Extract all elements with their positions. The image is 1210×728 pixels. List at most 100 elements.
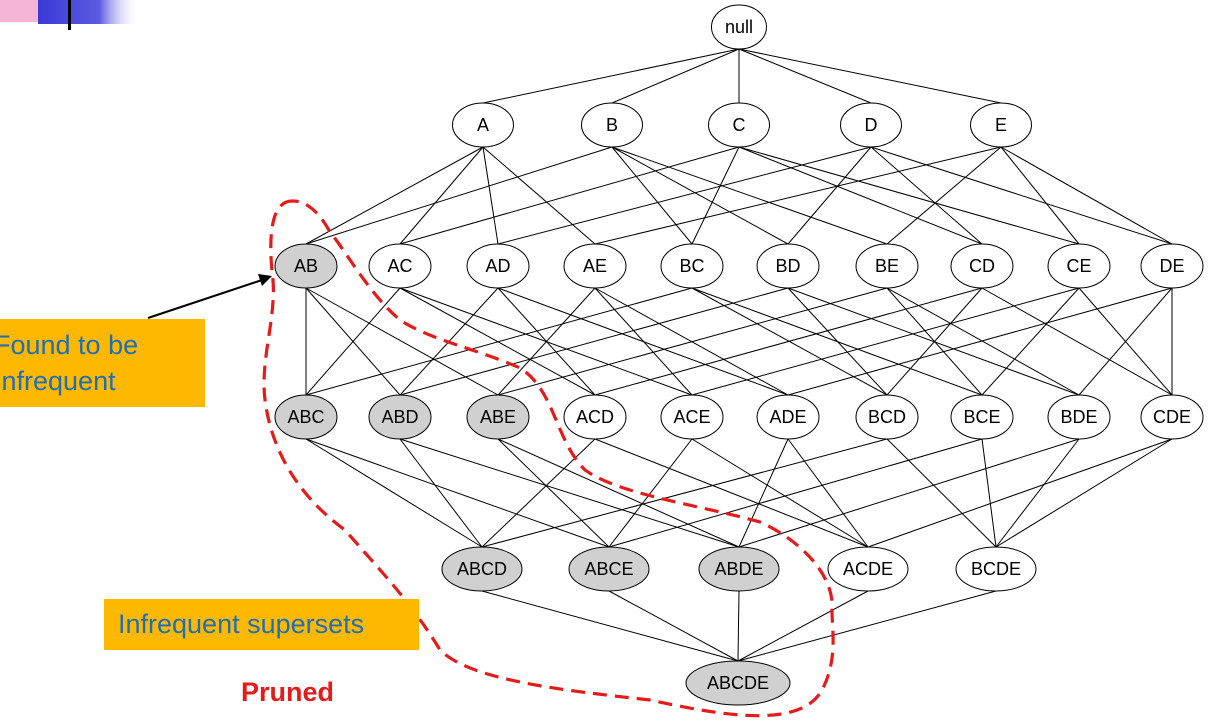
node-abe: ABE	[466, 394, 530, 440]
edge-d-de	[870, 146, 1173, 245]
edge-abc-abce	[305, 438, 610, 548]
node-ad: AD	[466, 243, 530, 289]
edge-ac-abc	[305, 287, 401, 396]
edge-e-ae	[594, 146, 1002, 245]
edge-e-de	[1000, 146, 1173, 245]
edge-null-a	[482, 48, 740, 104]
node-ellipse	[368, 243, 432, 289]
node-label: ADE	[769, 407, 806, 427]
edge-ce-bce	[981, 287, 1080, 396]
node-a: A	[452, 102, 514, 148]
edge-be-abe	[497, 287, 888, 396]
node-label: ACD	[576, 407, 614, 427]
edge-e-ce	[1000, 146, 1080, 245]
node-label: AB	[294, 256, 318, 276]
edge-acd-abcd	[481, 438, 596, 548]
node-ellipse	[708, 102, 770, 148]
edge-cde-bcde	[995, 438, 1173, 548]
edge-a-ad	[482, 146, 499, 245]
edge-d-bd	[787, 146, 872, 245]
slide-corner-decoration	[0, 0, 140, 30]
node-ae: AE	[563, 243, 627, 289]
edge-b-be	[611, 146, 888, 245]
node-ellipse	[855, 394, 919, 440]
edge-abce-abcde	[608, 590, 739, 662]
node-abcd: ABCD	[441, 546, 523, 592]
node-bce: BCE	[950, 394, 1014, 440]
node-ab: AB	[274, 243, 338, 289]
arrowhead-icon	[258, 274, 272, 286]
node-abcde: ABCDE	[685, 660, 791, 706]
edge-null-e	[738, 48, 1002, 104]
node-d: D	[840, 102, 902, 148]
edge-c-ce	[738, 146, 1080, 245]
node-bcde: BCDE	[955, 546, 1037, 592]
node-label: ABDE	[714, 559, 763, 579]
node-e: E	[970, 102, 1032, 148]
node-ellipse	[698, 546, 780, 592]
node-bcd: BCD	[855, 394, 919, 440]
node-ellipse	[827, 546, 909, 592]
edge-bde-bcde	[995, 438, 1080, 548]
node-ellipse	[711, 4, 767, 50]
edge-cd-acd	[594, 287, 983, 396]
node-ac: AC	[368, 243, 432, 289]
edge-ce-ace	[691, 287, 1080, 396]
node-label: CDE	[1153, 407, 1191, 427]
edge-ade-abde	[738, 438, 789, 548]
edge-bd-bde	[787, 287, 1080, 396]
node-ellipse	[970, 102, 1032, 148]
node-label: CE	[1066, 256, 1091, 276]
infrequent-supersets-callout: Infrequent supersets	[104, 599, 419, 650]
node-label: DE	[1159, 256, 1184, 276]
node-ellipse	[563, 243, 627, 289]
node-ellipse	[1140, 243, 1204, 289]
edge-abc-abcd	[305, 438, 483, 548]
node-ellipse	[840, 102, 902, 148]
node-label: AE	[583, 256, 607, 276]
node-ellipse	[1047, 394, 1111, 440]
edge-e-be	[886, 146, 1002, 245]
found-callout-line2: Infrequent	[0, 366, 116, 396]
node-ellipse	[563, 394, 627, 440]
node-ellipse	[441, 546, 523, 592]
edges-layer	[305, 48, 1173, 662]
edge-null-b	[611, 48, 740, 104]
node-label: A	[477, 115, 489, 135]
node-label: B	[606, 115, 618, 135]
node-ellipse	[685, 660, 791, 706]
node-ellipse	[955, 546, 1037, 592]
node-ellipse	[466, 243, 530, 289]
node-null: null	[711, 4, 767, 50]
edge-ace-abce	[608, 438, 693, 548]
edge-b-bd	[611, 146, 789, 245]
edge-be-bde	[886, 287, 1080, 396]
node-label: ABC	[287, 407, 324, 427]
edge-abd-abde	[399, 438, 740, 548]
edge-bd-abd	[399, 287, 789, 396]
node-label: ABCD	[457, 559, 507, 579]
edge-c-cd	[738, 146, 983, 245]
node-label: BD	[775, 256, 800, 276]
edge-c-ac	[399, 146, 740, 245]
node-label: BE	[875, 256, 899, 276]
edge-acd-acde	[594, 438, 869, 548]
node-ellipse	[274, 394, 338, 440]
node-label: C	[733, 115, 746, 135]
found-infrequent-callout: Found to be Infrequent	[0, 319, 205, 407]
edge-b-ab	[305, 146, 613, 245]
edge-de-ade	[787, 287, 1173, 396]
node-bd: BD	[756, 243, 820, 289]
node-bde: BDE	[1047, 394, 1111, 440]
node-label: ABE	[480, 407, 516, 427]
node-bc: BC	[660, 243, 724, 289]
node-ellipse	[1140, 394, 1204, 440]
node-ellipse	[368, 394, 432, 440]
node-ellipse	[452, 102, 514, 148]
node-label: BCDE	[971, 559, 1021, 579]
pruned-label: Pruned	[241, 677, 335, 707]
node-ce: CE	[1047, 243, 1111, 289]
edge-ae-abe	[497, 287, 596, 396]
